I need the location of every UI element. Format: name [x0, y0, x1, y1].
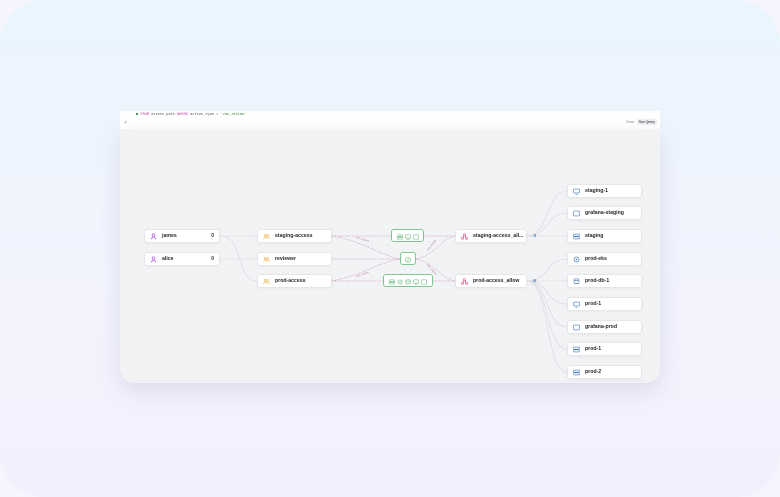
- group-node-reviewer[interactable]: reviewer: [257, 252, 332, 266]
- resource-label: staging: [585, 233, 604, 239]
- policy-label: staging-access_all...: [473, 233, 524, 239]
- server-icon: [573, 346, 580, 353]
- resource-node[interactable]: grafana-staging: [567, 206, 642, 220]
- server-icon: [389, 272, 395, 290]
- policy-label: prod-access_allow: [473, 278, 520, 284]
- group-label: reviewer: [275, 256, 297, 262]
- resource-node[interactable]: prod-1: [567, 297, 642, 311]
- policy-icon: [461, 277, 468, 285]
- query-editor[interactable]: ● FROM access_path WHERE action_type = '…: [136, 112, 246, 116]
- policy-icon: [461, 232, 468, 240]
- server-icon: [573, 233, 580, 240]
- resource-node[interactable]: staging-1: [567, 184, 642, 198]
- resource-node[interactable]: prod-db-1: [567, 274, 642, 288]
- window-icon: [421, 272, 427, 290]
- run-query-button[interactable]: Run Query: [636, 119, 657, 125]
- resource-node[interactable]: prod-eks: [567, 252, 642, 266]
- monitor-icon: [413, 272, 419, 290]
- user-icon: [150, 233, 157, 240]
- resource-node[interactable]: staging: [567, 229, 642, 243]
- resource-label: prod-1: [585, 346, 602, 352]
- user-node-james[interactable]: james 0: [144, 229, 220, 243]
- user-label: alice: [162, 256, 174, 262]
- database-icon: [405, 272, 411, 290]
- group-label: prod-access: [275, 278, 306, 284]
- window-icon: [573, 210, 580, 217]
- policy-node-staging[interactable]: staging-access_all... 3: [455, 229, 536, 243]
- cluster-icon: [397, 272, 403, 290]
- server-icon: [396, 227, 403, 245]
- query-condition: action_type =: [190, 112, 221, 116]
- query-table: access_path: [151, 112, 175, 116]
- monitor-icon: [573, 301, 580, 308]
- resource-hub-reviewer[interactable]: [400, 252, 416, 265]
- group-label: staging-access: [275, 233, 313, 239]
- resource-label: grafana-prod: [585, 324, 617, 330]
- user-icon: [150, 256, 157, 263]
- clear-button[interactable]: Clear: [625, 120, 634, 124]
- query-bullet: ●: [136, 112, 141, 116]
- resource-label: staging-1: [585, 188, 609, 194]
- resource-node[interactable]: prod-2: [567, 365, 642, 379]
- query-where: WHERE: [174, 112, 191, 116]
- shield-check-icon: [405, 250, 411, 268]
- cluster-icon: [573, 256, 580, 263]
- query-value: 'can_review': [220, 112, 247, 116]
- server-icon: [573, 369, 580, 376]
- resource-label: prod-2: [585, 369, 602, 375]
- resource-label: prod-eks: [585, 256, 607, 262]
- group-icon: [263, 256, 270, 263]
- policy-node-prod[interactable]: prod-access_allow 6: [455, 274, 536, 288]
- user-label: james: [162, 233, 177, 239]
- window-icon: [573, 324, 580, 331]
- group-icon: [263, 233, 270, 240]
- policy-count: 6: [533, 278, 536, 284]
- resource-hub-prod[interactable]: [383, 274, 433, 287]
- group-node-prod-access[interactable]: prod-access: [257, 274, 332, 288]
- monitor-icon: [573, 188, 580, 195]
- policy-count: 3: [533, 233, 536, 239]
- query-bar[interactable]: ↗ ● FROM access_path WHERE action_type =…: [120, 111, 660, 130]
- user-count: 0: [211, 256, 214, 262]
- database-icon: [573, 278, 580, 285]
- group-icon: [263, 278, 270, 285]
- monitor-icon: [404, 227, 411, 245]
- query-prompt-icon: ↗: [123, 120, 128, 126]
- resource-node[interactable]: prod-1: [567, 342, 642, 356]
- query-from: FROM: [140, 112, 152, 116]
- resource-node[interactable]: grafana-prod: [567, 320, 642, 334]
- user-node-alice[interactable]: alice 0: [144, 252, 220, 266]
- resource-hub-staging[interactable]: [391, 229, 424, 242]
- group-node-staging-access[interactable]: staging-access: [257, 229, 332, 243]
- resource-label: grafana-staging: [585, 210, 624, 216]
- user-count: 0: [211, 233, 214, 239]
- resource-label: prod-db-1: [585, 278, 610, 284]
- window-icon: [412, 227, 419, 245]
- resource-label: prod-1: [585, 301, 602, 307]
